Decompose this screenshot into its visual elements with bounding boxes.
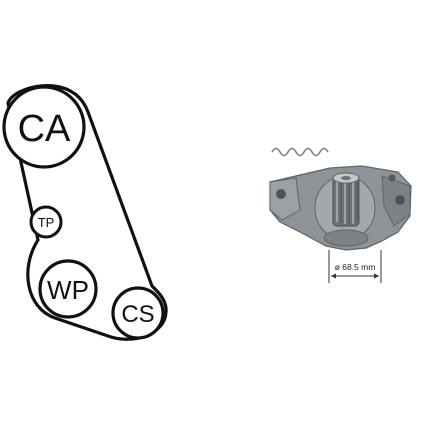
pump-flange-left	[269, 177, 301, 221]
sprocket-center	[341, 176, 351, 180]
pulley-cs-label: CS	[121, 301, 154, 328]
impeller-collar	[323, 229, 369, 247]
pulley-ca: CA	[2, 85, 86, 169]
pulley-wp-label: WP	[47, 275, 89, 305]
pulley-wp: WP	[38, 259, 98, 319]
water-pump-image: ø 68.5 mm	[269, 147, 412, 283]
pulley-ca-circle	[2, 85, 86, 169]
gasket-wave	[271, 147, 329, 157]
diameter-label: ø 68.5 mm	[335, 262, 376, 272]
pulley-wp-circle	[38, 259, 98, 319]
timing-belt	[6, 84, 168, 341]
pulley-tp-label: TP	[38, 215, 55, 230]
diameter-dimension: ø 68.5 mm	[328, 250, 382, 283]
bolt-hole-left	[276, 189, 286, 199]
pulley-tp-circle	[29, 205, 63, 239]
bolt-hole-right	[395, 195, 405, 205]
pump-sprocket	[332, 172, 360, 227]
bolt-hole-top	[388, 174, 396, 182]
pulley-ca-label: CA	[18, 108, 71, 150]
pulley-cs: CS	[111, 286, 165, 340]
belt-diagram: CA TP WP CS	[2, 84, 168, 341]
pulley-tp: TP	[29, 205, 63, 239]
pulley-cs-circle	[111, 286, 165, 340]
